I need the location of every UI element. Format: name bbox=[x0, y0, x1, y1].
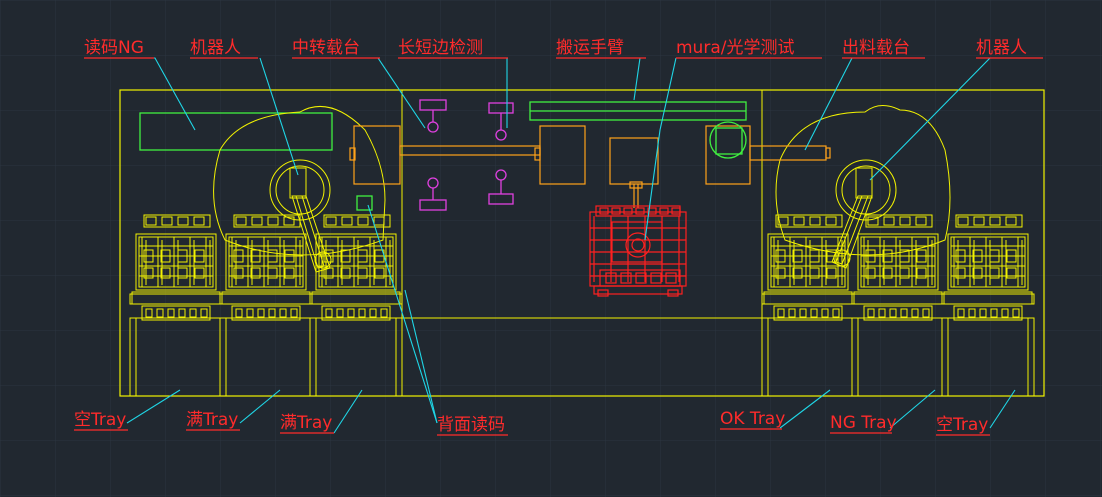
labels: 读码NG 机器人 中转载台 长短边检测 搬运手臂 mura/光学测试 出料载台 … bbox=[74, 38, 1043, 436]
tray-rack-1 bbox=[131, 214, 221, 321]
tray-rack-2 bbox=[221, 214, 311, 321]
tray-rack-6 bbox=[943, 214, 1033, 321]
tray-rack-5 bbox=[853, 214, 943, 321]
label-ng-tray: NG Tray bbox=[830, 413, 897, 433]
transfer-conveyor bbox=[349, 125, 831, 208]
back-read-box bbox=[356, 195, 373, 211]
tray-rack-4 bbox=[763, 214, 853, 321]
label-full-tray-1: 满Tray bbox=[186, 410, 238, 430]
label-transport-arm: 搬运手臂 bbox=[556, 38, 624, 58]
transport-arm bbox=[529, 101, 747, 159]
label-long-short-edge: 长短边检测 bbox=[398, 38, 483, 58]
label-read-ng: 读码NG bbox=[84, 38, 144, 58]
machine-frame bbox=[119, 89, 1045, 397]
label-full-tray-2: 满Tray bbox=[280, 413, 332, 433]
label-back-read: 背面读码 bbox=[437, 415, 505, 435]
label-ok-tray: OK Tray bbox=[720, 409, 785, 429]
label-robot-right: 机器人 bbox=[976, 38, 1027, 58]
label-transfer-stage: 中转载台 bbox=[292, 38, 360, 58]
label-empty-tray-right: 空Tray bbox=[936, 415, 988, 435]
read-ng-box bbox=[139, 112, 333, 151]
label-empty-tray-left: 空Tray bbox=[74, 410, 126, 430]
edge-sensors bbox=[419, 99, 514, 211]
mura-test-unit bbox=[589, 205, 687, 297]
label-robot-left: 机器人 bbox=[190, 38, 241, 58]
leader-lines bbox=[126, 57, 1016, 434]
label-mura-optical: mura/光学测试 bbox=[676, 38, 794, 58]
label-output-stage: 出料载台 bbox=[842, 38, 910, 58]
